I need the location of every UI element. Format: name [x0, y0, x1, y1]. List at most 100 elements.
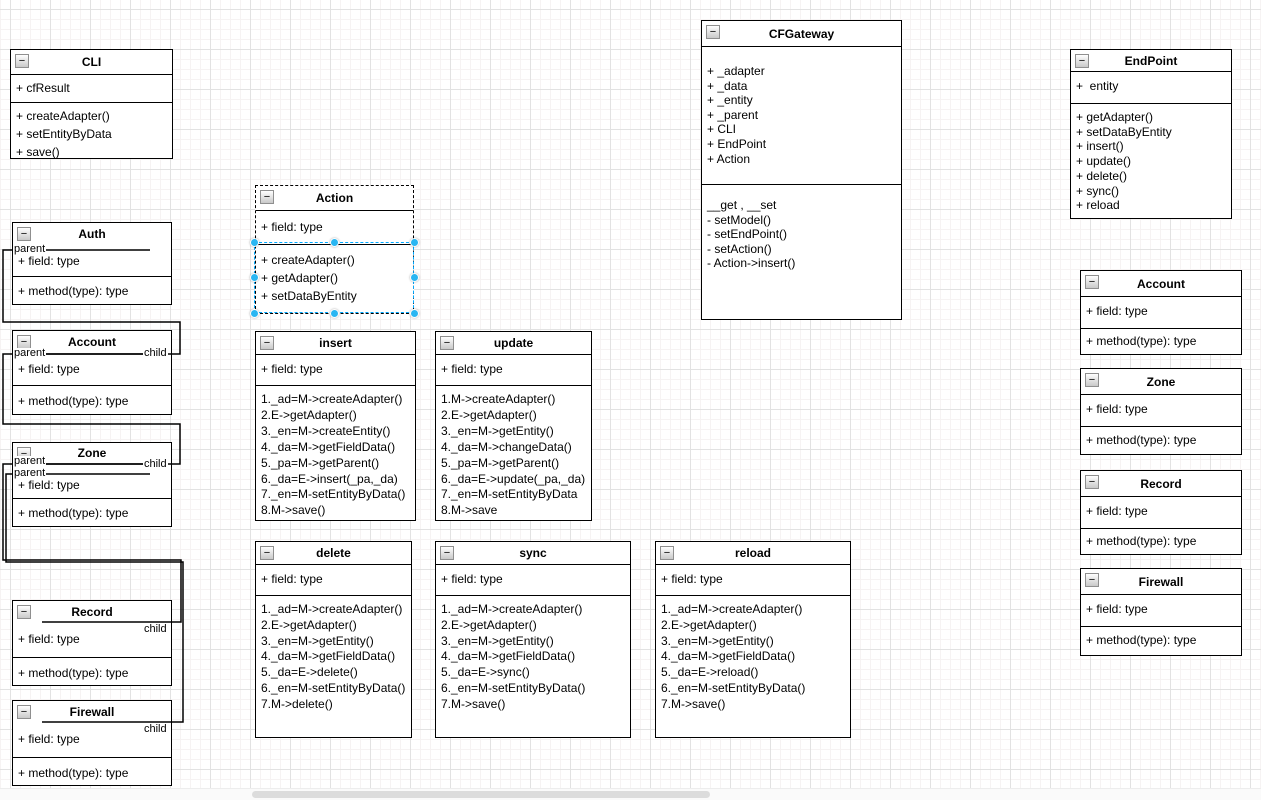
class-box-update[interactable]: − update + field: type 1.M->createAdapte… [435, 331, 592, 521]
class-title-bar[interactable]: − Firewall [1081, 569, 1241, 594]
class-title-bar[interactable]: − EndPoint [1071, 50, 1231, 71]
method-row[interactable]: + method(type): type [1086, 534, 1197, 548]
step-row[interactable]: 2.E->getAdapter() [261, 617, 357, 632]
step-row[interactable]: 6._en=M-setEntityByData() [661, 680, 806, 695]
class-title-bar[interactable]: − Account [1081, 271, 1241, 296]
method-row[interactable]: + method(type): type [18, 284, 129, 298]
collapse-icon[interactable]: − [260, 336, 274, 350]
class-title-bar[interactable]: − Action [256, 186, 413, 210]
collapse-icon[interactable]: − [440, 336, 454, 350]
method-row[interactable]: __get , __set [707, 198, 777, 212]
method-row[interactable]: + method(type): type [18, 666, 129, 680]
step-row[interactable]: 5._pa=M->getParent() [261, 455, 380, 470]
method-row[interactable]: - setAction() [707, 241, 772, 256]
collapse-icon[interactable]: − [440, 546, 454, 560]
class-box-account-left[interactable]: − Account + field: type + method(type): … [12, 330, 172, 415]
horizontal-scrollbar[interactable] [0, 788, 1261, 800]
collapse-icon[interactable]: − [260, 546, 274, 560]
method-row[interactable]: + setDataByEntity [1076, 124, 1172, 139]
step-row[interactable]: 5._da=E->delete() [261, 665, 358, 680]
step-row[interactable]: 1._ad=M->createAdapter() [261, 392, 403, 406]
method-row[interactable]: + insert() [1076, 139, 1124, 154]
class-box-endpoint[interactable]: − EndPoint + entity + getAdapter()+ setD… [1070, 49, 1232, 219]
edge-label-parent[interactable]: parent [13, 455, 47, 467]
collapse-icon[interactable]: − [1085, 475, 1099, 489]
selection-handle-se[interactable] [410, 309, 419, 318]
method-row[interactable]: - setEndPoint() [707, 227, 788, 242]
class-title-bar[interactable]: − update [436, 332, 591, 354]
attribute-row[interactable]: + _adapter [707, 64, 765, 78]
method-row[interactable]: - Action->insert() [707, 256, 796, 271]
attribute-row[interactable]: + field: type [18, 362, 80, 376]
method-row[interactable]: + method(type): type [18, 766, 129, 780]
method-row[interactable]: + createAdapter() [16, 109, 110, 123]
class-box-firewall-left[interactable]: − Firewall + field: type + method(type):… [12, 700, 172, 786]
attribute-row[interactable]: + field: type [1086, 304, 1148, 318]
attribute-row[interactable]: + field: type [1086, 402, 1148, 416]
step-row[interactable]: 3._en=M->getEntity() [441, 423, 554, 438]
method-row[interactable]: + delete() [1076, 168, 1128, 183]
method-row[interactable]: + save() [16, 145, 60, 158]
collapse-icon[interactable]: − [1075, 54, 1089, 68]
class-title-bar[interactable]: − Auth [13, 223, 171, 244]
method-row[interactable]: + method(type): type [1086, 633, 1197, 647]
methods-section[interactable]: + createAdapter()+ getAdapter()+ setData… [256, 244, 413, 313]
step-row[interactable]: 5._da=E->sync() [441, 665, 530, 680]
step-row[interactable]: 7.M->save() [661, 696, 726, 711]
attribute-row[interactable]: + field: type [18, 254, 80, 268]
class-box-cli[interactable]: − CLI + cfResult + createAdapter()+ setE… [10, 49, 173, 159]
collapse-icon[interactable]: − [1085, 275, 1099, 289]
attribute-row[interactable]: + Action [707, 151, 751, 166]
class-title-bar[interactable]: − CFGateway [702, 21, 901, 46]
collapse-icon[interactable]: − [15, 54, 29, 68]
step-row[interactable]: 7.M->save() [441, 696, 506, 711]
attribute-row[interactable]: + cfResult [16, 81, 70, 95]
collapse-icon[interactable]: − [17, 705, 31, 719]
collapse-icon[interactable]: − [1085, 373, 1099, 387]
step-row[interactable]: 8.M->save() [261, 503, 326, 518]
selection-handle-n[interactable] [330, 238, 339, 247]
class-box-record-right[interactable]: − Record + field: type + method(type): t… [1080, 470, 1242, 555]
attribute-row[interactable]: + entity [1076, 79, 1119, 93]
method-row[interactable]: + reload [1076, 198, 1120, 213]
edge-label-parent[interactable]: parent [13, 243, 47, 255]
method-row[interactable]: + setDataByEntity [261, 289, 357, 303]
class-box-action[interactable]: − Action + field: type + createAdapter()… [255, 185, 414, 314]
class-box-delete[interactable]: − delete + field: type 1._ad=M->createAd… [255, 541, 412, 738]
class-title-bar[interactable]: − insert [256, 332, 415, 354]
attribute-row[interactable]: + field: type [261, 572, 323, 586]
attribute-row[interactable]: + _data [707, 78, 748, 93]
step-row[interactable]: 2.E->getAdapter() [261, 407, 357, 422]
step-row[interactable]: 4._da=M->getFieldData() [261, 649, 396, 664]
class-box-zone-right[interactable]: − Zone + field: type + method(type): typ… [1080, 368, 1242, 455]
selection-handle-e[interactable] [410, 273, 419, 282]
selection-handle-ne[interactable] [410, 238, 419, 247]
edge-label-child[interactable]: child [143, 347, 168, 359]
step-row[interactable]: 4._da=M->changeData() [441, 439, 572, 454]
step-row[interactable]: 6._en=M-setEntityByData() [441, 680, 586, 695]
class-title-bar[interactable]: − reload [656, 542, 850, 564]
step-row[interactable]: 3._en=M->getEntity() [661, 633, 774, 648]
method-row[interactable]: + method(type): type [1086, 433, 1197, 447]
attribute-row[interactable]: + CLI [707, 122, 737, 137]
edge-label-child[interactable]: child [143, 623, 168, 635]
step-row[interactable]: 2.E->getAdapter() [661, 617, 757, 632]
attribute-row[interactable]: + field: type [1086, 602, 1148, 616]
attribute-row[interactable]: + field: type [1086, 504, 1148, 518]
step-row[interactable]: 4._da=M->getFieldData() [661, 649, 796, 664]
edge-label-child[interactable]: child [143, 458, 168, 470]
attribute-row[interactable]: + field: type [441, 362, 503, 376]
attribute-row[interactable]: + field: type [661, 572, 723, 586]
method-row[interactable]: + update() [1076, 154, 1132, 169]
method-row[interactable]: + createAdapter() [261, 253, 355, 267]
step-row[interactable]: 2.E->getAdapter() [441, 407, 537, 422]
edge-label-parent[interactable]: parent [13, 467, 47, 479]
class-box-auth[interactable]: − Auth + field: type + method(type): typ… [12, 222, 172, 305]
class-title-bar[interactable]: − Record [13, 601, 171, 623]
attribute-row[interactable]: + field: type [261, 220, 323, 234]
class-title-bar[interactable]: − delete [256, 542, 411, 564]
class-box-firewall-right[interactable]: − Firewall + field: type + method(type):… [1080, 568, 1242, 656]
class-title-bar[interactable]: − CLI [11, 50, 172, 74]
attribute-row[interactable]: + field: type [441, 572, 503, 586]
step-row[interactable]: 6._da=E->insert(_pa,_da) [261, 471, 398, 486]
